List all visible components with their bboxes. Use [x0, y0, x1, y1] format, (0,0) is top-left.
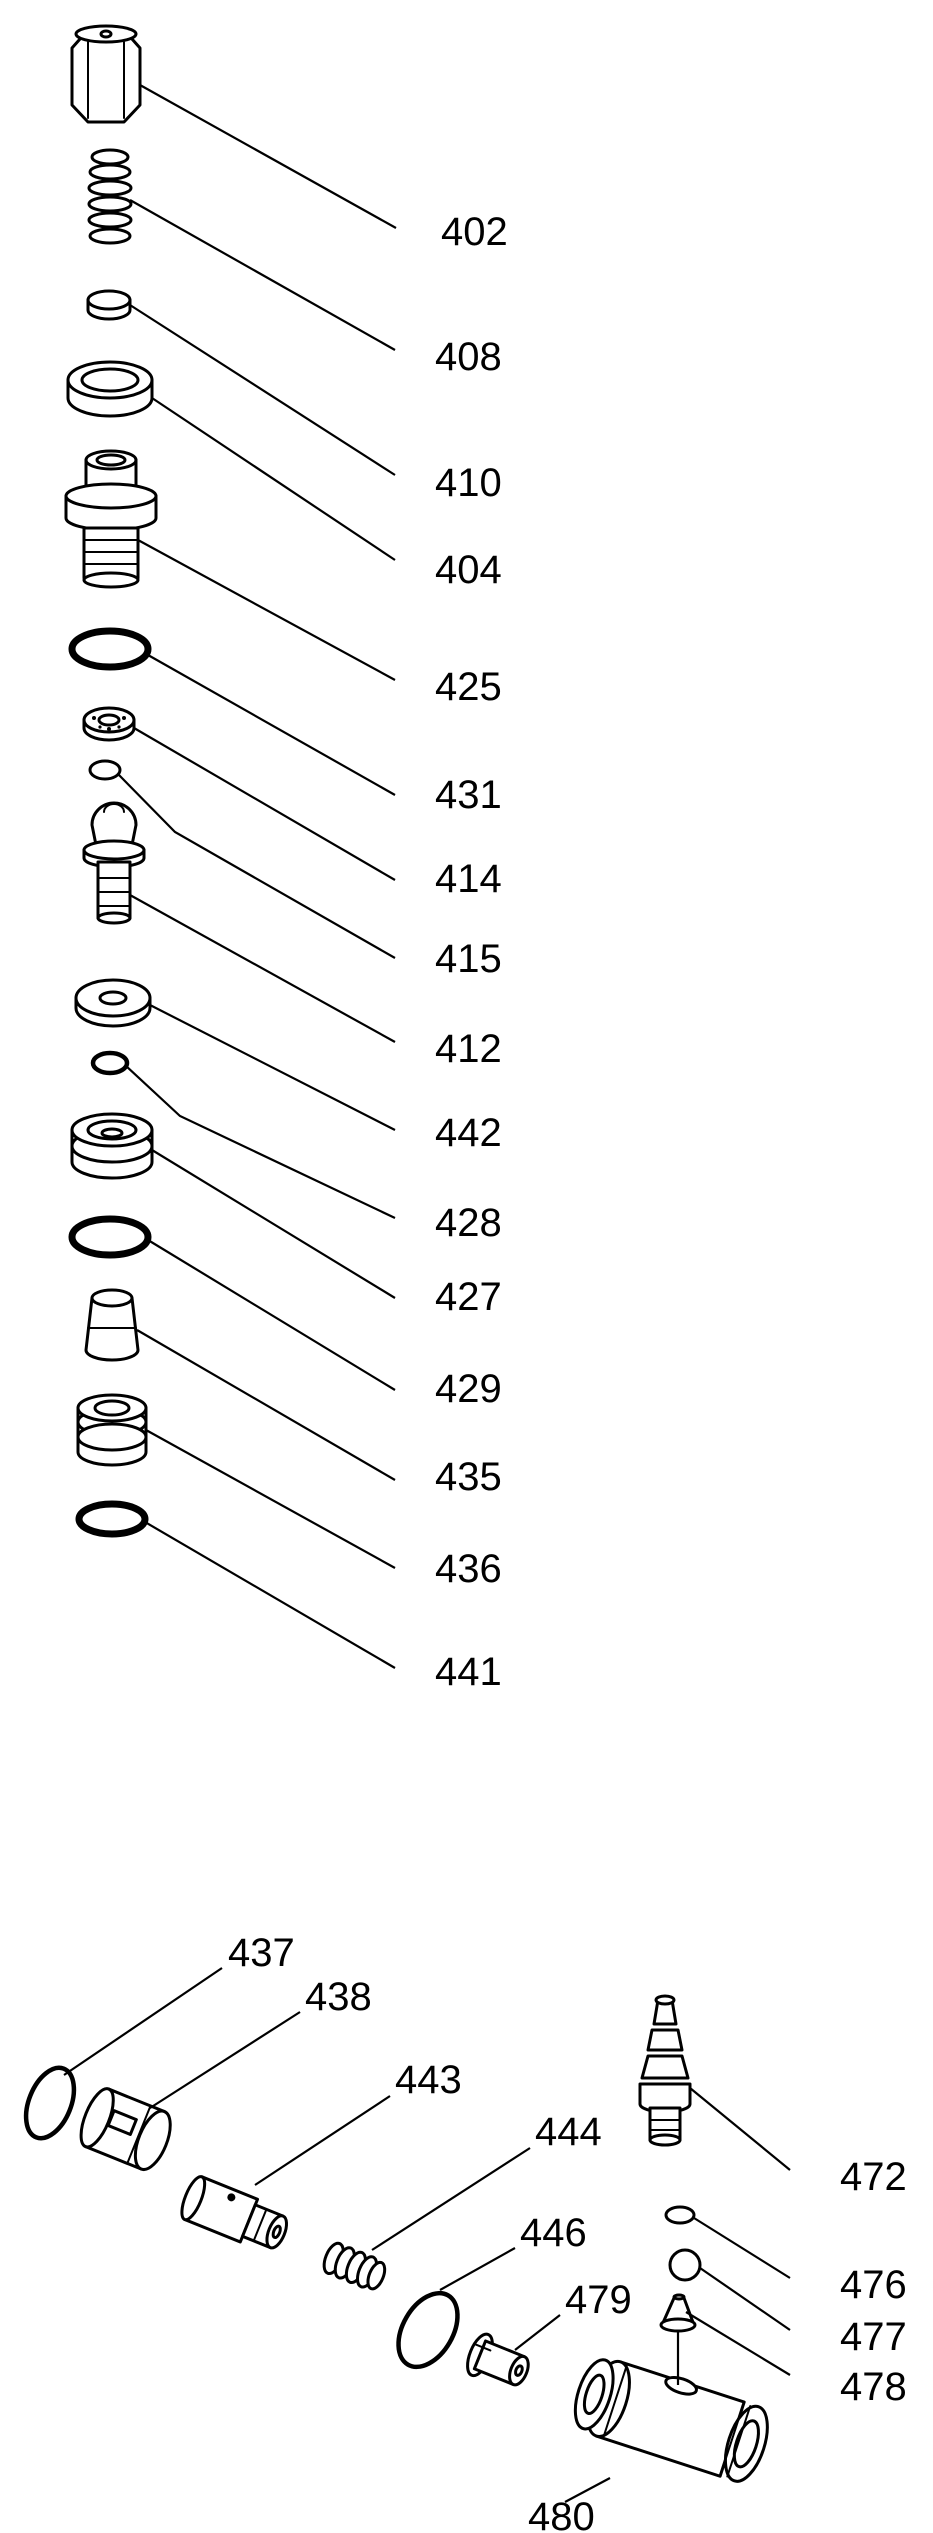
- label-472: 472: [840, 2155, 907, 2199]
- label-410: 410: [435, 461, 502, 505]
- part-415-small-o-ring: [88, 759, 122, 781]
- label-480: 480: [528, 2495, 595, 2533]
- part-443-valve-body: [180, 2175, 288, 2250]
- label-427: 427: [435, 1275, 502, 1319]
- part-480-tee-body: [573, 2358, 769, 2483]
- part-428-o-ring: [90, 1050, 130, 1076]
- part-446-o-ring: [396, 2290, 460, 2370]
- label-441: 441: [435, 1650, 502, 1694]
- part-414-seal-washer: [82, 706, 136, 742]
- part-427-seal-cartridge: [70, 1112, 154, 1180]
- label-404: 404: [435, 548, 502, 592]
- part-436-seal-insert: [76, 1393, 148, 1467]
- part-402-hex-nut: [70, 24, 142, 124]
- part-476-tiny-o-ring: [664, 2205, 696, 2225]
- part-479-small-fitting: [466, 2332, 530, 2387]
- label-476: 476: [840, 2263, 907, 2307]
- lower-leader-lines: [63, 1967, 791, 2503]
- label-438: 438: [305, 1975, 372, 2019]
- upper-leader-lines: [118, 84, 397, 1669]
- part-438-slotted-coupler: [79, 2087, 172, 2172]
- label-477: 477: [840, 2315, 907, 2359]
- label-431: 431: [435, 773, 502, 817]
- part-404-collar: [66, 360, 154, 418]
- label-444: 444: [535, 2110, 602, 2154]
- label-435: 435: [435, 1455, 502, 1499]
- label-402: 402: [441, 210, 508, 254]
- label-415: 415: [435, 937, 502, 981]
- part-425-valve-housing: [64, 449, 158, 589]
- label-425: 425: [435, 665, 502, 709]
- part-410-disc: [86, 289, 132, 321]
- part-429-o-ring: [68, 1215, 152, 1259]
- part-441-o-ring: [75, 1500, 149, 1538]
- label-442: 442: [435, 1111, 502, 1155]
- label-446: 446: [520, 2211, 587, 2255]
- part-477-ball: [668, 2248, 702, 2282]
- label-479: 479: [565, 2278, 632, 2322]
- part-442-flat-washer: [74, 978, 152, 1028]
- label-429: 429: [435, 1367, 502, 1411]
- label-436: 436: [435, 1547, 502, 1591]
- label-414: 414: [435, 857, 502, 901]
- label-412: 412: [435, 1027, 502, 1071]
- part-478-cone-seat: [659, 2293, 697, 2333]
- label-428: 428: [435, 1201, 502, 1245]
- part-431-o-ring: [68, 627, 152, 671]
- label-443: 443: [395, 2058, 462, 2102]
- part-444-small-spring: [322, 2241, 387, 2291]
- label-478: 478: [840, 2365, 907, 2409]
- label-437: 437: [228, 1931, 295, 1975]
- part-408-spring: [87, 148, 133, 245]
- part-472-barbed-fitting: [638, 1994, 692, 2147]
- label-408: 408: [435, 335, 502, 379]
- part-435-tapered-sleeve: [84, 1288, 140, 1362]
- part-437-o-ring: [23, 2065, 77, 2141]
- part-412-ball-stem: [82, 801, 146, 925]
